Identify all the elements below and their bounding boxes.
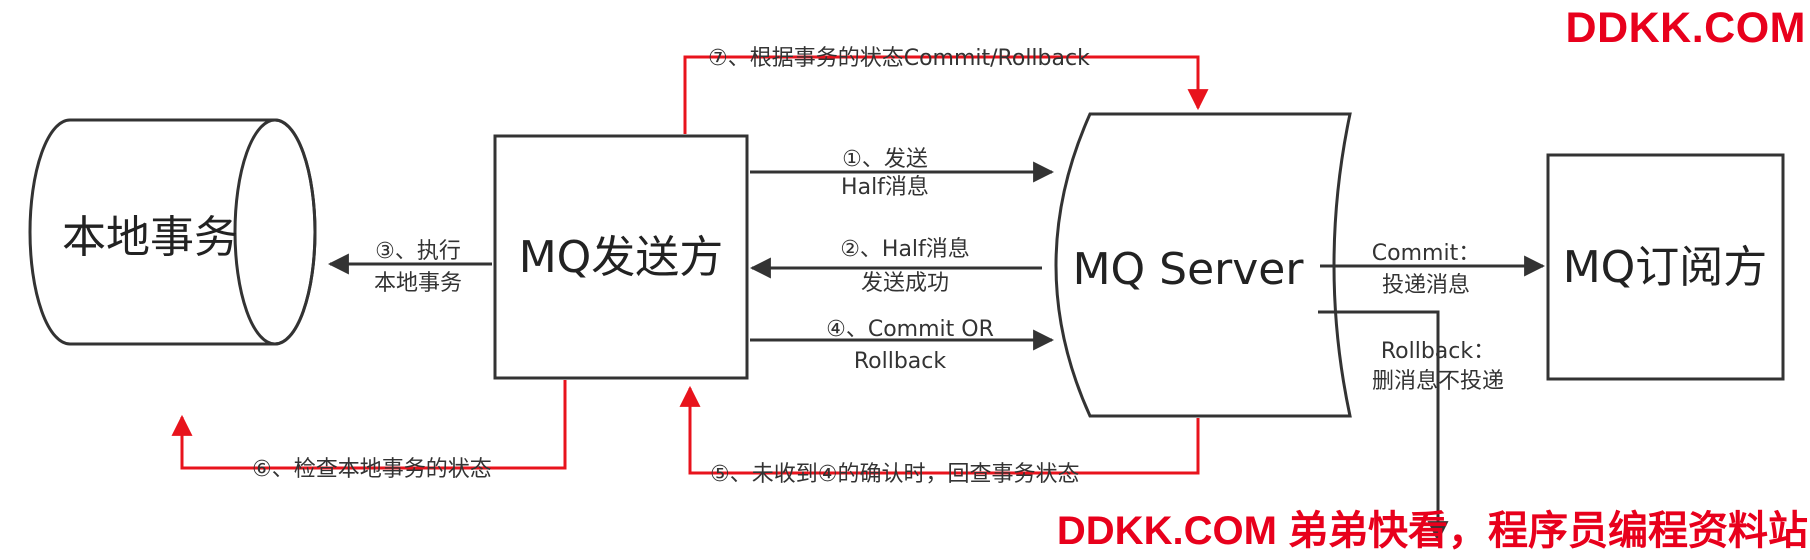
edge-commit-label-line1: Commit： (1372, 241, 1480, 266)
edge-step4-label-line2: Rollback (854, 349, 947, 374)
edge-step6-label: ⑥、检查本地事务的状态 (252, 457, 492, 482)
edge-step7: ⑦、根据事务的状态Commit/Rollback (683, 46, 1209, 134)
edge-step4: ④、Commit OR Rollback (750, 317, 1055, 374)
edge-rollback: Rollback： 删消息不投递 (1318, 310, 1504, 543)
edge-step3-label-line2: 本地事务 (374, 271, 462, 296)
edge-step2-label-line1: ②、Half消息 (840, 237, 970, 262)
edge-commit: Commit： 投递消息 (1320, 241, 1546, 298)
edge-step2: ②、Half消息 发送成功 (749, 237, 1042, 296)
edge-step3: ③、执行 本地事务 (327, 239, 492, 296)
edge-step5: ⑤、未收到④的确认时，回查事务状态 (679, 385, 1200, 487)
mq-server-label: MQ Server (1073, 244, 1305, 295)
edge-step6: ⑥、检查本地事务的状态 (171, 380, 567, 482)
mq-sender-label: MQ发送方 (519, 232, 724, 283)
edge-step3-label-line1: ③、执行 (375, 239, 461, 264)
mq-server-node: MQ Server (1054, 112, 1352, 418)
edge-rollback-label-line2: 删消息不投递 (1372, 369, 1504, 394)
local-transaction-node: 本地事务 (28, 118, 317, 346)
edge-step1-label-line2: Half消息 (841, 175, 929, 200)
local-transaction-label: 本地事务 (62, 212, 238, 263)
mq-subscriber-node: MQ订阅方 (1546, 153, 1785, 381)
edge-step5-label: ⑤、未收到④的确认时，回查事务状态 (710, 462, 1079, 487)
mq-sender-node: MQ发送方 (493, 134, 749, 380)
edge-commit-label-line2: 投递消息 (1382, 273, 1470, 298)
edge-step4-label-line1: ④、Commit OR (826, 317, 994, 342)
edge-rollback-label-line1: Rollback： (1381, 339, 1495, 364)
edge-step1-label-line1: ①、发送 (842, 147, 928, 172)
edge-step2-label-line2: 发送成功 (861, 271, 949, 296)
watermark-bottom: DDKK.COM 弟弟快看，程序员编程资料站 (1056, 509, 1808, 553)
watermark-top: DDKK.COM (1565, 4, 1806, 52)
edge-step7-label: ⑦、根据事务的状态Commit/Rollback (708, 46, 1090, 71)
edge-step1: ①、发送 Half消息 (750, 147, 1055, 200)
mq-subscriber-label: MQ订阅方 (1563, 242, 1768, 293)
